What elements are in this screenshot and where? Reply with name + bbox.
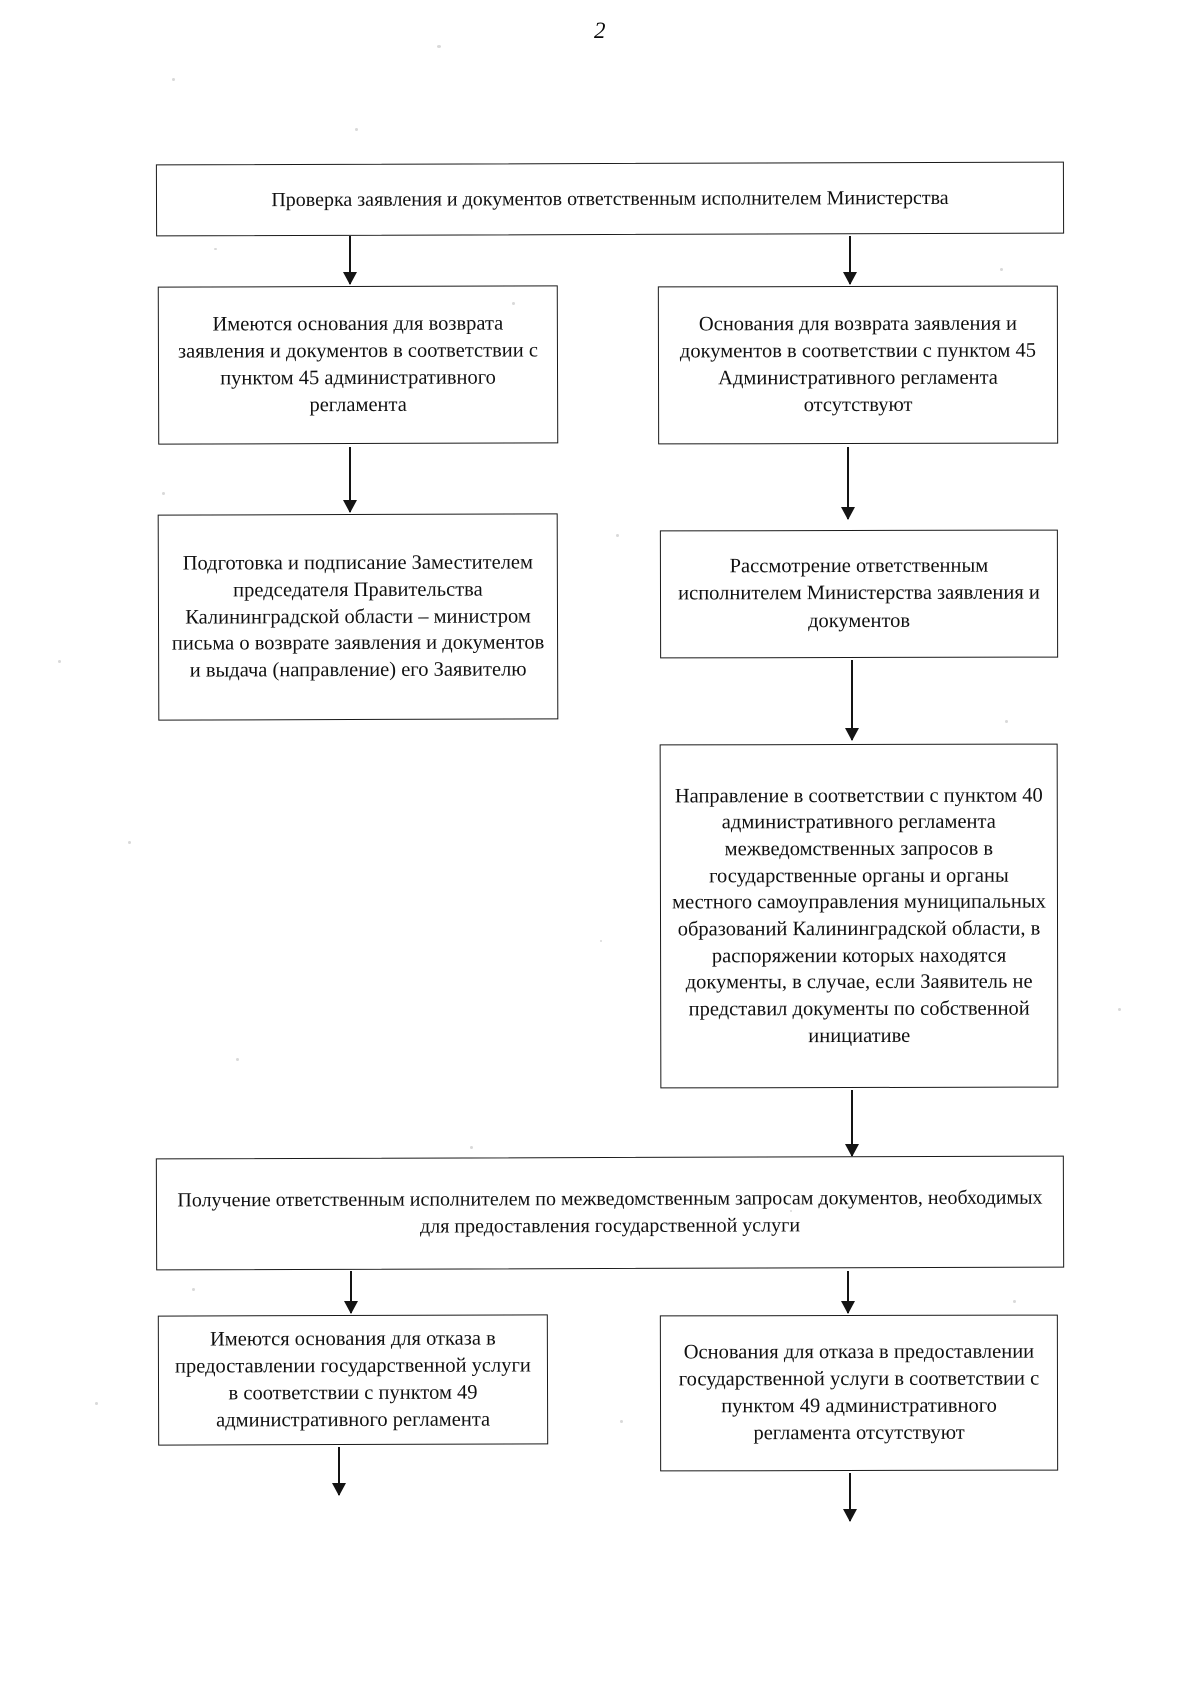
- node-grounds-for-return-absent-label: Основания для возврата заявления и докум…: [679, 312, 1037, 417]
- node-grounds-for-return-present-label: Имеются основания для возврата заявления…: [177, 312, 538, 417]
- node-grounds-for-return-absent: Основания для возврата заявления и докум…: [657, 285, 1059, 445]
- arrow-interdept-requests-to-receive-docs: [851, 1090, 853, 1156]
- node-check-application-label: Проверка заявления и документов ответств…: [271, 186, 949, 211]
- node-grounds-for-refusal-present-label: Имеются основания для отказа в предостав…: [174, 1327, 531, 1432]
- node-review-by-executor: Рассмотрение ответственным исполнителем …: [659, 529, 1059, 659]
- arrow-check-to-return-present: [349, 236, 351, 284]
- arrow-check-to-return-absent: [849, 236, 851, 284]
- node-grounds-for-refusal-absent-label: Основания для отказа в предоставлении го…: [678, 1340, 1040, 1445]
- node-grounds-for-return-present: Имеются основания для возврата заявления…: [157, 285, 559, 445]
- node-receive-documents: Получение ответственным исполнителем по …: [155, 1155, 1065, 1271]
- arrow-receive-docs-to-refusal-present: [350, 1271, 352, 1313]
- node-review-by-executor-label: Рассмотрение ответственным исполнителем …: [678, 554, 1040, 632]
- arrow-refusal-present-continues: [338, 1447, 340, 1495]
- node-check-application: Проверка заявления и документов ответств…: [155, 161, 1065, 237]
- node-receive-documents-label: Получение ответственным исполнителем по …: [177, 1187, 1043, 1238]
- node-prepare-and-sign-letter-label: Подготовка и подписание Заместителем пре…: [171, 551, 545, 682]
- node-send-interdepartmental-requests-label: Направление в соответствии с пунктом 40 …: [672, 784, 1046, 1047]
- arrow-receive-docs-to-refusal-absent: [847, 1271, 849, 1313]
- arrow-review-to-interdept-requests: [851, 660, 853, 740]
- node-grounds-for-refusal-absent: Основания для отказа в предоставлении го…: [659, 1314, 1059, 1472]
- arrow-return-present-to-prepare-letter: [349, 447, 351, 512]
- node-send-interdepartmental-requests: Направление в соответствии с пунктом 40 …: [659, 743, 1059, 1089]
- page-number: 2: [594, 18, 606, 43]
- node-prepare-and-sign-letter: Подготовка и подписание Заместителем пре…: [157, 513, 559, 721]
- arrow-return-absent-to-review: [847, 447, 849, 519]
- arrow-refusal-absent-continues: [849, 1473, 851, 1521]
- node-grounds-for-refusal-present: Имеются основания для отказа в предостав…: [157, 1314, 549, 1446]
